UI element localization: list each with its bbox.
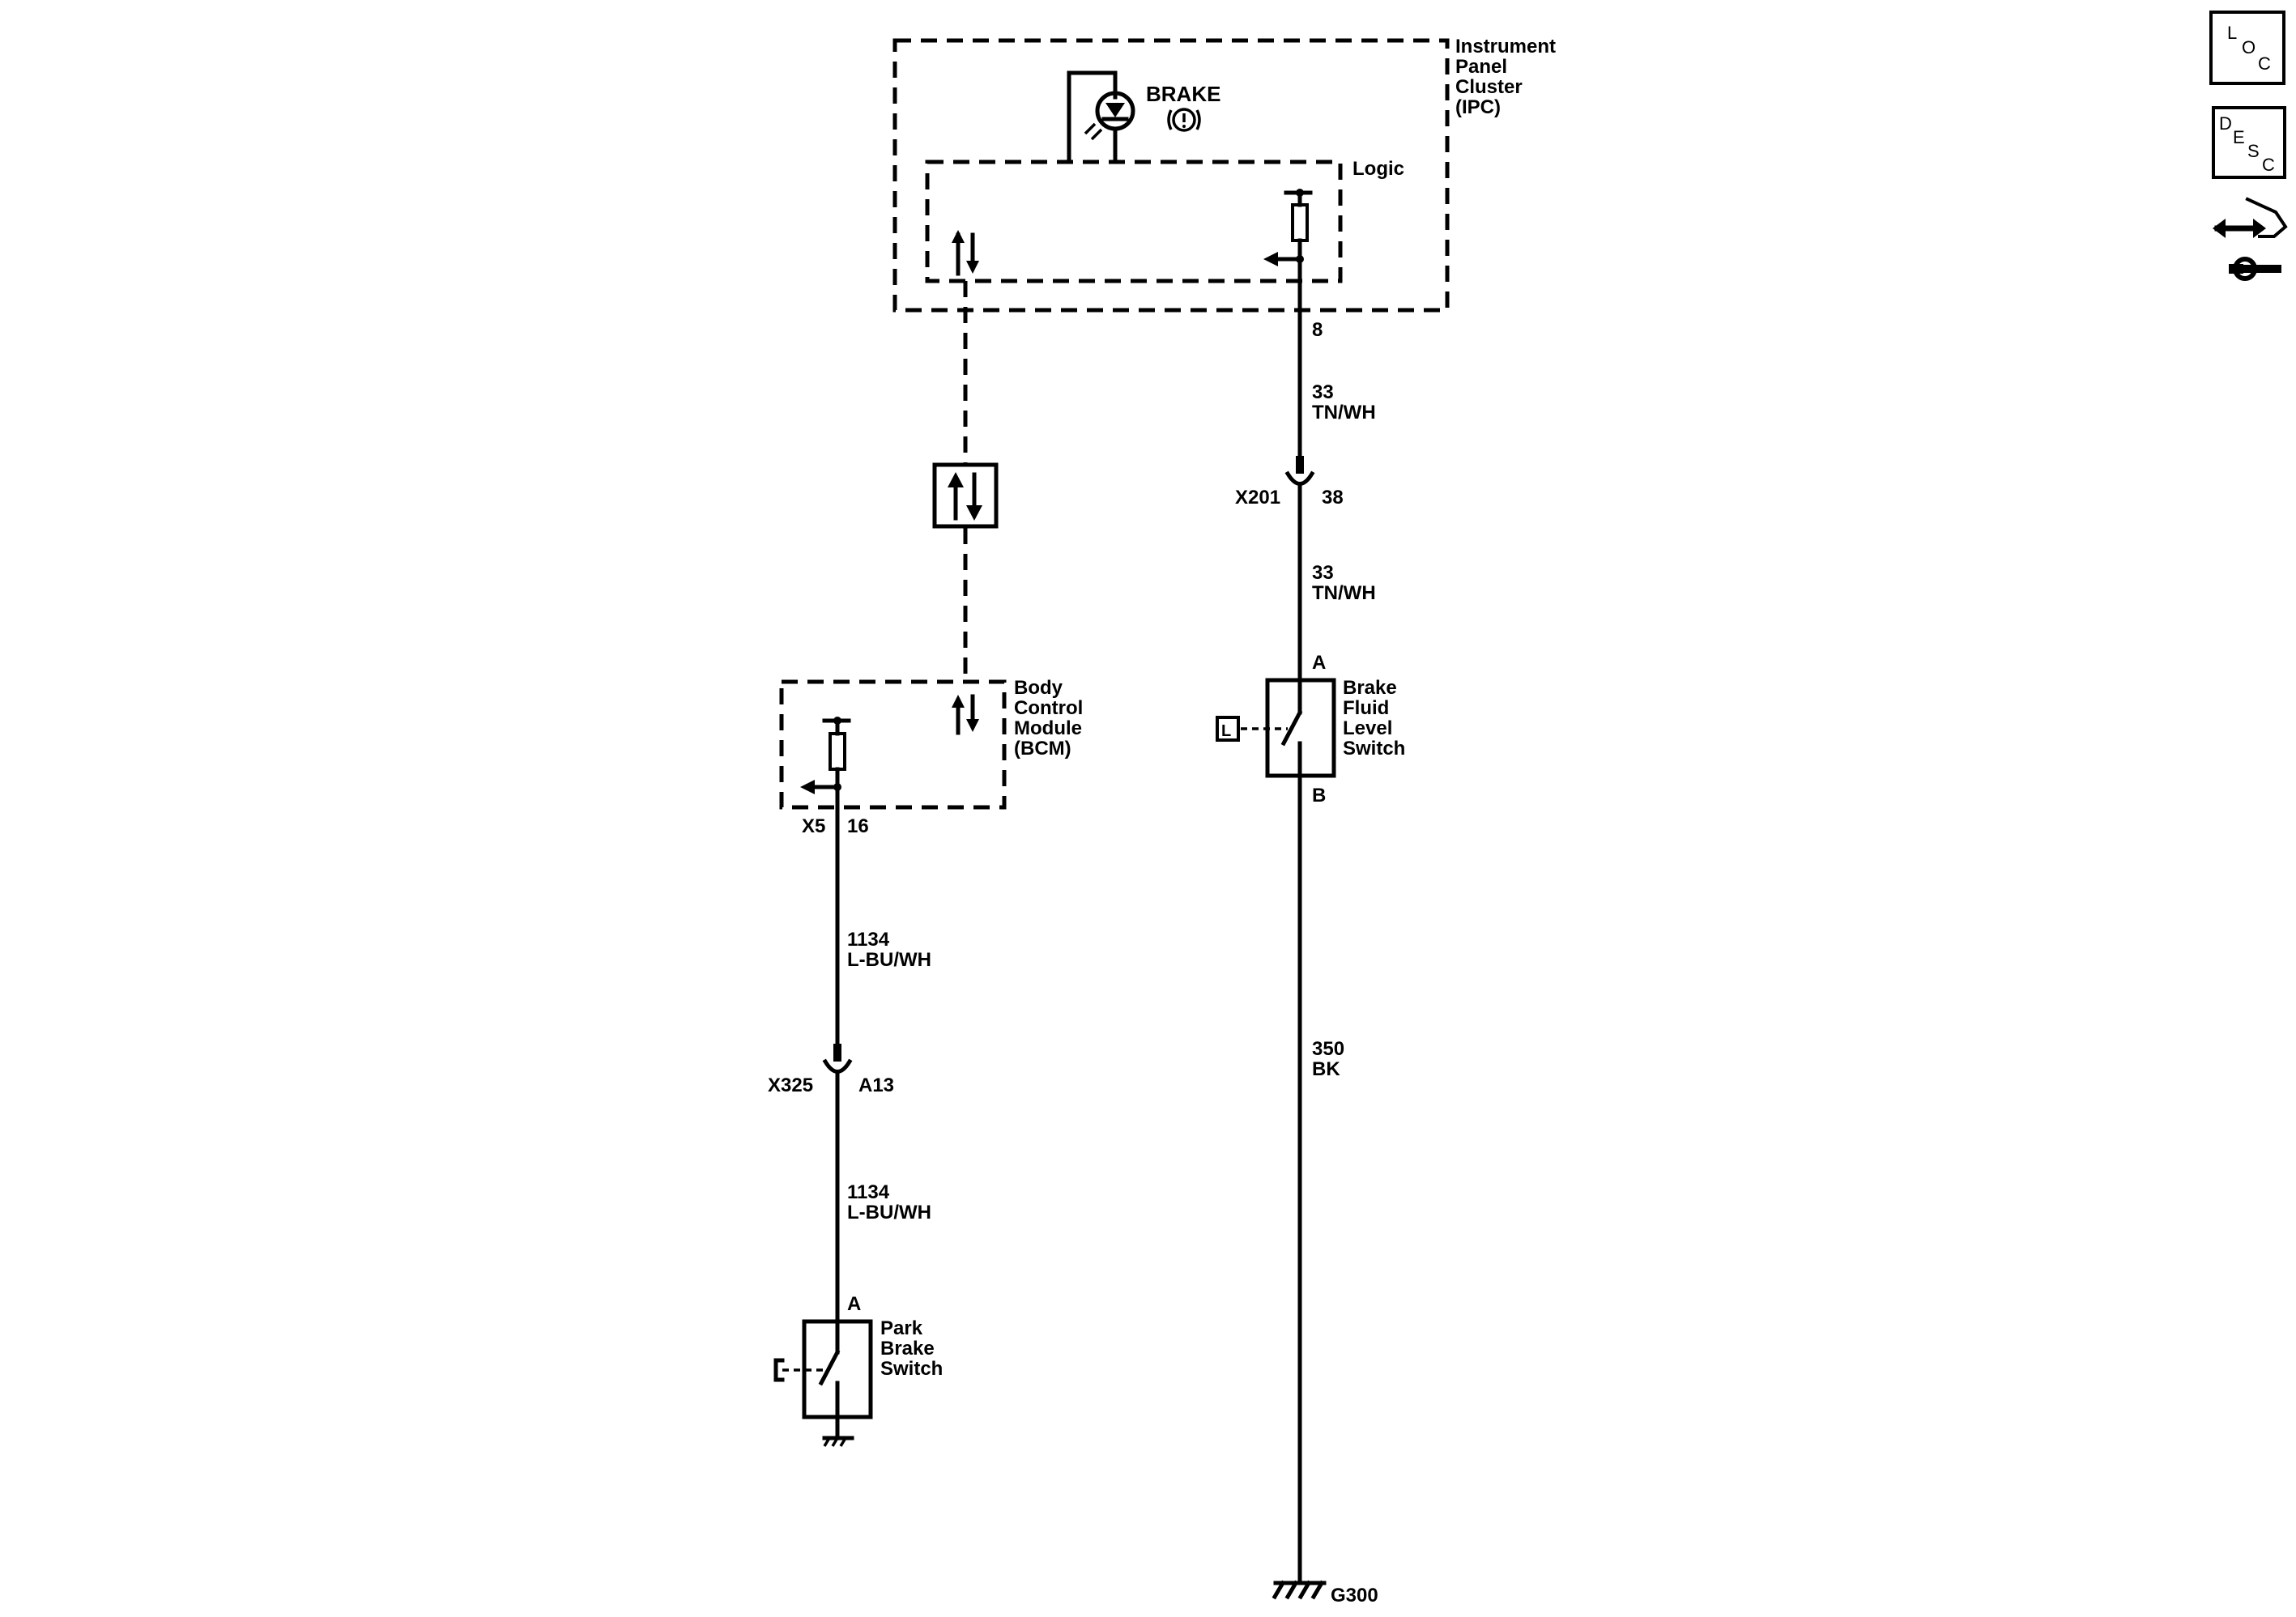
x325-pin-label: A13 [858,1074,894,1096]
brake-fluid-switch-symbol: L [1221,722,1231,740]
brake-fluid-switch-title-2: Fluid [1343,697,1389,719]
ipc-serial-data-arrows-icon [952,230,979,276]
park-brake-ground-icon [822,1436,854,1447]
wire-33-circuit-lower: 33 [1312,562,1334,584]
right-circuit: 8 33 TN/WH X201 38 33 TN/WH L A B Brake … [1216,257,1405,1606]
ipc-title-line-1: Instrument [1455,36,1556,57]
loc-letter-c: C [2258,53,2271,74]
wire-1134-circuit-lower: 1134 [847,1181,890,1203]
desc-letter-s: S [2247,141,2260,161]
x201-pin-label: 38 [1322,487,1344,509]
wire-1134-color-lower: L-BU/WH [847,1202,931,1223]
brake-indicator-label: BRAKE [1146,82,1220,106]
ipc-logic-label: Logic [1352,158,1404,180]
bcm-title-line-2: Control [1014,697,1083,719]
brake-fluid-switch-title-4: Switch [1343,738,1405,760]
brake-fluid-switch-title-1: Brake [1343,677,1397,699]
wire-350-circuit: 350 [1312,1038,1344,1060]
brake-fluid-switch-title-3: Level [1343,717,1392,739]
ipc-logic-outline [925,160,1343,283]
bcm-connector-x5: X5 [802,815,825,837]
bcm-title-line-1: Body [1014,677,1063,699]
bcm-module: Body Control Module (BCM) [779,677,1083,810]
desc-letter-d: D [2219,113,2232,134]
park-brake-switch-title-2: Brake [880,1338,935,1360]
park-brake-switch [773,1319,873,1440]
ipc-title-line-4: (IPC) [1455,96,1501,118]
ipc-pullup-resistor-icon [1263,189,1313,266]
wire-33-color-upper: TN/WH [1312,402,1376,423]
x201-connector-icon [1284,456,1315,486]
x325-connector-icon [822,1044,853,1074]
ground-g300-label: G300 [1331,1585,1378,1606]
bcm-title-line-3: Module [1014,717,1082,739]
serial-data-link [932,281,999,680]
desc-button[interactable]: D E S C [2212,106,2286,179]
brake-indicator-lamp-icon [1067,70,1135,164]
loc-button[interactable]: L O C [2209,11,2285,85]
bcm-title-line-4: (BCM) [1014,738,1071,760]
wire-1134-circuit-upper: 1134 [847,929,890,951]
loc-letter-o: O [2242,37,2256,57]
wire-350-color: BK [1312,1058,1340,1080]
loc-letter-l: L [2227,23,2237,43]
left-circuit: X5 16 1134 L-BU/WH X325 A13 1134 L-BU/WH… [768,785,943,1447]
wire-33-circuit-upper: 33 [1312,381,1334,403]
desc-letter-c: C [2262,155,2275,175]
serial-data-arrows-icon [932,462,999,529]
x325-connector-label: X325 [768,1074,813,1096]
park-brake-switch-pin-a: A [847,1293,861,1315]
ipc-pin-8: 8 [1312,319,1323,341]
wire-33-color-lower: TN/WH [1312,582,1376,604]
brake-fluid-switch-pin-b: B [1312,785,1326,806]
x201-connector-label: X201 [1235,487,1280,509]
brake-fluid-level-switch: L [1216,678,1336,778]
brake-warning-symbol-icon [1167,108,1201,132]
park-brake-switch-title-3: Switch [880,1358,943,1380]
desc-letter-e: E [2233,127,2245,147]
brake-fluid-switch-pin-a: A [1312,652,1326,674]
ipc-title-line-2: Panel [1455,56,1507,78]
ipc-module: Instrument Panel Cluster (IPC) Logic BRA… [892,36,1556,313]
ground-g300-icon [1272,1580,1327,1600]
wire-1134-color-upper: L-BU/WH [847,949,931,971]
bcm-pin-16: 16 [847,815,869,837]
connector-end-view-icon[interactable] [2213,197,2288,281]
park-brake-switch-title-1: Park [880,1317,923,1339]
bcm-pullup-resistor-icon [800,717,851,794]
ipc-outline [892,38,1450,313]
bcm-serial-data-arrows-icon [952,694,979,735]
ipc-title-line-3: Cluster [1455,76,1523,98]
bcm-outline [779,679,1007,810]
